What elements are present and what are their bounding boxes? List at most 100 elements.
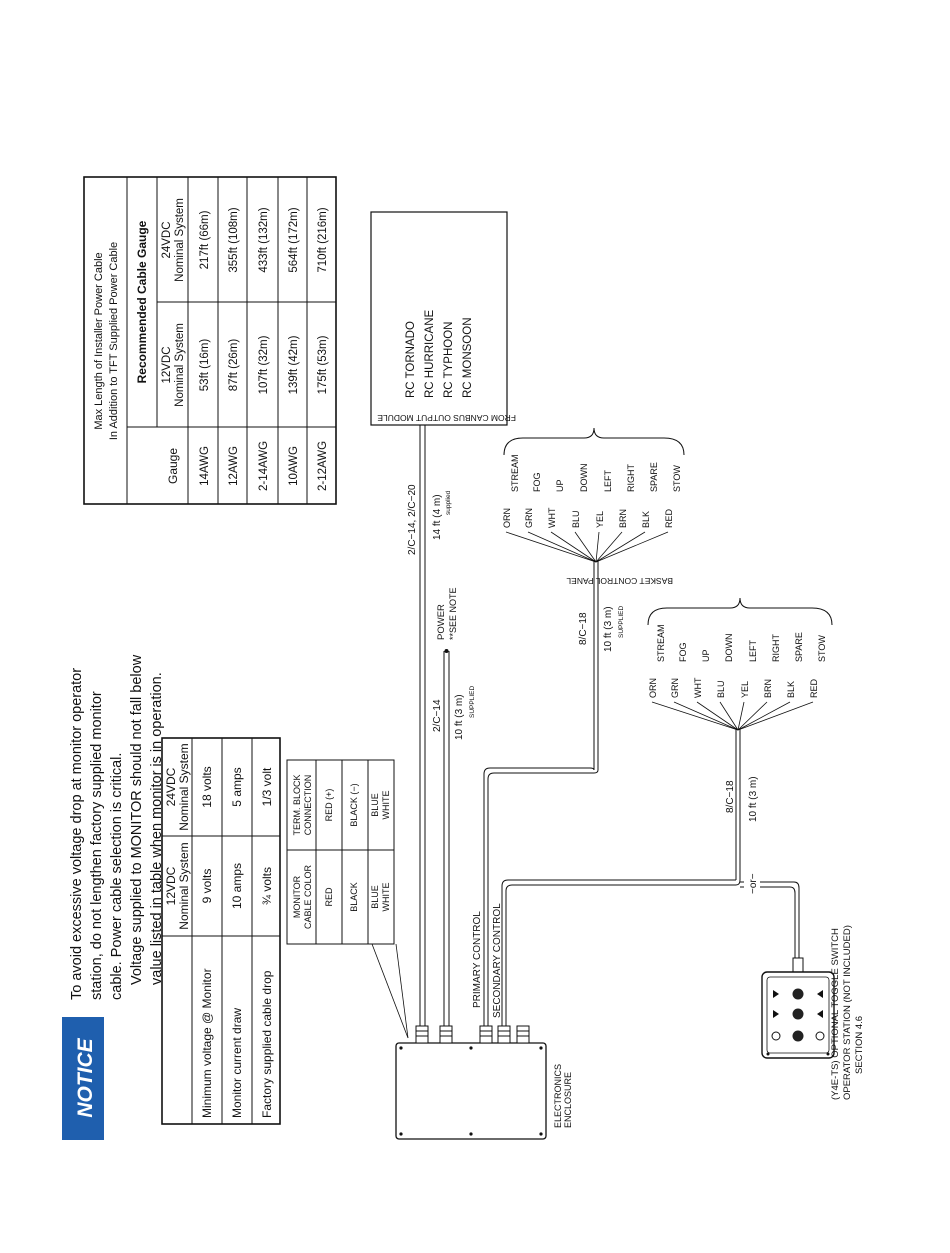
- cable-gland: [516, 1025, 530, 1044]
- gauge-cell: 2-12AWG: [317, 441, 329, 491]
- cable-color-table: MONITOR CABLE COLOR TERM. BLOCK CONNECTI…: [286, 759, 395, 945]
- wire-function-label: DOWN: [724, 634, 734, 663]
- wire-function-label: RIGHT: [626, 464, 636, 493]
- wire-color-label: BLK: [641, 511, 651, 528]
- enclosure-glands: [415, 1025, 530, 1044]
- voltage-cell: ¾ volts: [260, 867, 274, 905]
- rc-cable-label: 2/C−14, 2/C−20: [407, 484, 418, 555]
- notice-line: station, do not lengthen factory supplie…: [89, 691, 105, 1000]
- toggle-indicator: [771, 1031, 781, 1041]
- wire-function-label: RIGHT: [771, 634, 781, 663]
- enclosure-label-line: ENCLOSURE: [563, 1072, 573, 1128]
- voltage-cell: 5 amps: [230, 767, 244, 806]
- screw: [469, 1132, 473, 1136]
- wire-function-label: LEFT: [748, 639, 758, 662]
- gauge-group-header: Recommended Cable Gauge: [135, 220, 149, 383]
- wire-line: [550, 531, 597, 563]
- toggle-label: (Y4E-TS) OPTIONAL TOGGLE SWITCH OPERATOR…: [830, 925, 865, 1100]
- wire-color-label: RED: [664, 508, 674, 528]
- voltage-cell: 1/3 volt: [260, 767, 274, 806]
- voltage-header-24: 24VDC: [164, 767, 178, 806]
- wire-color-label: BLU: [716, 680, 726, 698]
- wire-line: [737, 701, 791, 731]
- notice-block: NOTICE To avoid excessive voltage drop a…: [62, 654, 165, 1140]
- toggle-cable: [740, 886, 796, 958]
- notice-badge-bg: [62, 1017, 104, 1140]
- wire-color-label: GRN: [670, 678, 680, 698]
- voltage-cell: 10 amps: [230, 863, 244, 909]
- color-table-cell: BLUE: [370, 885, 380, 909]
- gauge-cell: 53ft (16m): [199, 339, 211, 392]
- wire-function-label: DOWN: [579, 464, 589, 493]
- wire-line: [574, 531, 597, 563]
- wire-color-label: BLK: [786, 681, 796, 698]
- wire-function-label: UP: [555, 479, 565, 492]
- rc-models: RC TORNADO RC HURRICANE RC TYPHOON RC MO…: [405, 310, 474, 399]
- rc-model: RC HURRICANE: [424, 310, 436, 399]
- toggle-switch: [792, 1030, 804, 1042]
- wire-color-label: BRN: [763, 679, 773, 698]
- enclosure-label-line: ELECTRONICS: [553, 1064, 563, 1128]
- gauge-cell: 217ft (66m): [199, 210, 211, 269]
- toggle-label-line: (Y4E-TS) OPTIONAL TOGGLE SWITCH: [830, 928, 841, 1100]
- voltage-header-12: Nominal System: [177, 842, 191, 929]
- arrow-icon: [817, 1010, 823, 1018]
- color-table-cell: RED: [324, 887, 334, 907]
- screw: [826, 1052, 830, 1056]
- basket-8c-length: 10 ft (3 m): [748, 776, 759, 822]
- screw: [469, 1046, 473, 1050]
- wire-color-label: WHT: [547, 507, 557, 528]
- wire-color-label: GRN: [524, 508, 534, 528]
- toggle-cable: [740, 881, 800, 958]
- basket-label: BASKET CONTROL PANEL: [566, 576, 673, 586]
- gauge-cell: 107ft (32m): [258, 335, 270, 394]
- gauge-cell: 433ft (132m): [258, 207, 270, 272]
- notice-line: To avoid excessive voltage drop at monit…: [69, 668, 85, 1000]
- wire-line: [673, 701, 739, 731]
- wire-color-label: BRN: [618, 509, 628, 528]
- voltage-cell: 18 volts: [200, 766, 214, 807]
- cable-gland: [415, 1025, 429, 1044]
- power-cable-length: 10 ft (3 m): [454, 694, 465, 740]
- wire-line: [505, 531, 597, 563]
- voltage-cell: 9 volts: [200, 869, 214, 904]
- wire-function-label: SPARE: [649, 462, 659, 492]
- wire-color-label: WHT: [693, 677, 703, 698]
- voltage-row-label: Minimum voltage @ Monitor: [200, 968, 214, 1118]
- screw: [399, 1046, 403, 1050]
- canbus-label: FROM CANBUS OUTPUT MODULE: [377, 413, 516, 423]
- gauge-table: Max Length of Installer Power Cable In A…: [83, 176, 337, 505]
- wire-line: [737, 701, 768, 731]
- power-note: **SEE NOTE: [448, 587, 458, 640]
- primary-control-cable: [487, 769, 599, 1026]
- gauge-col-header: Nominal System: [174, 198, 186, 282]
- primary-control-label: PRIMARY CONTROL: [472, 911, 483, 1008]
- toggle-plate: [766, 976, 830, 1054]
- voltage-row-label: Monitor current draw: [230, 1008, 244, 1118]
- power-cable-supplied: SUPPLIED: [469, 686, 476, 718]
- toggle-switch-station: [761, 957, 835, 1059]
- cable-gland: [497, 1025, 511, 1044]
- gauge-col-header: 12VDC: [161, 346, 173, 383]
- voltage-row-label: Factory supplied cable drop: [260, 970, 274, 1118]
- wire-line: [595, 531, 669, 563]
- screw: [399, 1132, 403, 1136]
- basket-8c-label: 8/C−18: [725, 780, 736, 813]
- wire-function-label: STREAM: [510, 454, 520, 492]
- secondary-control-cable: [505, 879, 741, 1026]
- gauge-cell: 12AWG: [228, 446, 240, 486]
- voltage-table: Minimum voltage @ Monitor Monitor curren…: [161, 737, 281, 1125]
- wire-color-label: ORN: [502, 508, 512, 528]
- color-table-cell: RED (+): [324, 789, 334, 822]
- wire-line: [696, 701, 739, 731]
- color-table-cell: WHITE: [381, 883, 391, 912]
- screw: [766, 1052, 770, 1056]
- notice-line: value listed in table when monitor is in…: [149, 672, 165, 985]
- color-table-header: CONNECTION: [303, 775, 313, 836]
- wire-line: [719, 701, 739, 731]
- wire-line: [737, 701, 745, 731]
- canbus-8c-length: 10 ft (3 m): [603, 606, 614, 652]
